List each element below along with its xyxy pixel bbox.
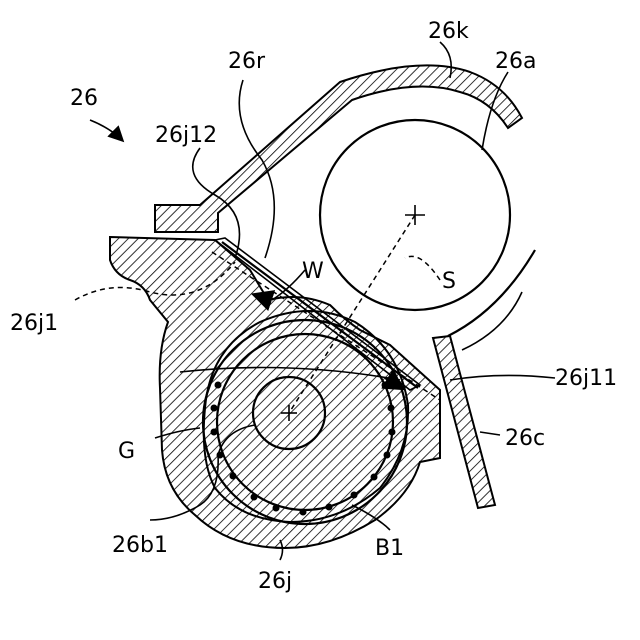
- blade-26c: [433, 336, 495, 508]
- label-26j: 26j: [258, 569, 292, 594]
- label-26j11: 26j11: [555, 366, 617, 391]
- leader-s: [405, 256, 440, 280]
- label-26r: 26r: [228, 49, 266, 74]
- label-26j12: 26j12: [155, 123, 217, 148]
- leader-26c: [480, 432, 500, 435]
- housing-26j: [110, 237, 440, 548]
- label-26c: 26c: [505, 426, 545, 451]
- label-26a: 26a: [495, 49, 536, 74]
- leader-26j11: [450, 375, 555, 380]
- label-26b1: 26b1: [112, 533, 168, 558]
- label-b1: B1: [375, 536, 404, 561]
- leader-26: [90, 120, 122, 140]
- label-26j1: 26j1: [10, 311, 58, 336]
- cover-26k: [155, 65, 522, 232]
- label-26: 26: [70, 86, 98, 111]
- label-26k: 26k: [428, 19, 469, 44]
- label-w: W: [302, 259, 324, 284]
- label-s: S: [442, 269, 456, 294]
- label-g: G: [118, 439, 135, 464]
